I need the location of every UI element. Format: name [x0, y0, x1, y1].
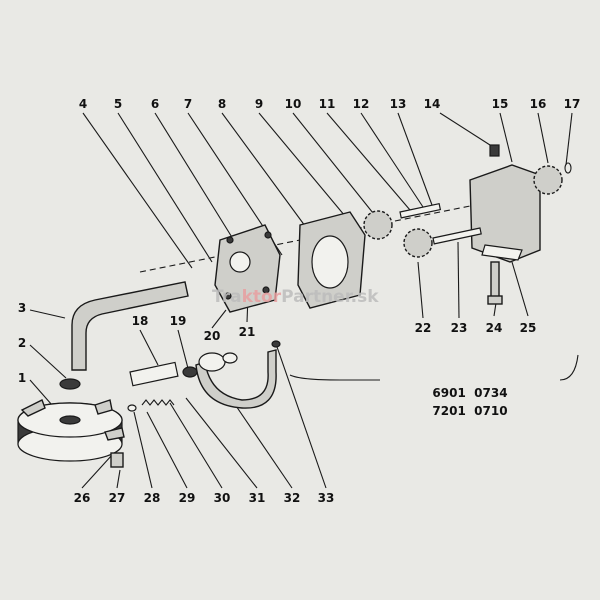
callout-23: 23	[451, 321, 468, 335]
callout-28: 28	[144, 491, 161, 505]
watermark-highlight: ktor	[242, 287, 282, 307]
assembly-codes: 6901 0734 7201 0710	[432, 386, 507, 418]
callout-25: 25	[520, 321, 537, 335]
callout-18: 18	[132, 314, 149, 328]
callout-numbers: 4 5 6 7 8 9 10 11 12 13 14 15 16 17 3 2 …	[18, 97, 581, 505]
callout-6: 6	[151, 97, 159, 111]
callout-13: 13	[390, 97, 407, 111]
callout-30: 30	[214, 491, 231, 505]
callout-32: 32	[284, 491, 301, 505]
drive-gear	[533, 165, 563, 195]
callout-22: 22	[415, 321, 432, 335]
spring	[141, 399, 175, 406]
watermark-prefix: Tra	[212, 287, 242, 307]
callout-27: 27	[109, 491, 126, 505]
callout-9: 9	[255, 97, 263, 111]
callout-15: 15	[492, 97, 509, 111]
rear-body	[469, 164, 541, 263]
callout-33: 33	[318, 491, 335, 505]
callout-14: 14	[424, 97, 441, 111]
callout-10: 10	[285, 97, 302, 111]
leader-lines	[29, 112, 579, 489]
callout-4: 4	[79, 97, 87, 111]
callout-26: 26	[74, 491, 91, 505]
callout-17: 17	[564, 97, 581, 111]
shaft-upper	[399, 202, 442, 219]
assembly-code-2: 7201 0710	[432, 404, 507, 418]
callout-5: 5	[114, 97, 122, 111]
callout-31: 31	[249, 491, 266, 505]
assembly-code-1: 6901 0734	[432, 386, 507, 400]
gear-lower	[403, 228, 433, 258]
callout-1: 1	[18, 371, 26, 385]
callout-11: 11	[319, 97, 336, 111]
callout-29: 29	[179, 491, 196, 505]
watermark-suffix: Partner.sk	[281, 287, 379, 307]
strainer-assembly	[17, 378, 125, 468]
callout-7: 7	[184, 97, 192, 111]
callout-19: 19	[170, 314, 187, 328]
bolt	[490, 261, 500, 299]
pressure-pipe	[195, 349, 277, 409]
callout-12: 12	[353, 97, 370, 111]
gasket	[481, 244, 523, 261]
callout-3: 3	[18, 301, 26, 315]
callout-20: 20	[204, 329, 221, 343]
callout-8: 8	[218, 97, 226, 111]
relief-valve-body	[129, 361, 179, 387]
suction-pipe	[71, 281, 189, 371]
watermark: TraktorPartner.sk	[212, 287, 379, 307]
callout-24: 24	[486, 321, 503, 335]
shaft-lower	[432, 227, 482, 245]
gear-upper	[363, 210, 393, 240]
callout-16: 16	[530, 97, 547, 111]
callout-21: 21	[239, 325, 256, 339]
callout-2: 2	[18, 336, 26, 350]
